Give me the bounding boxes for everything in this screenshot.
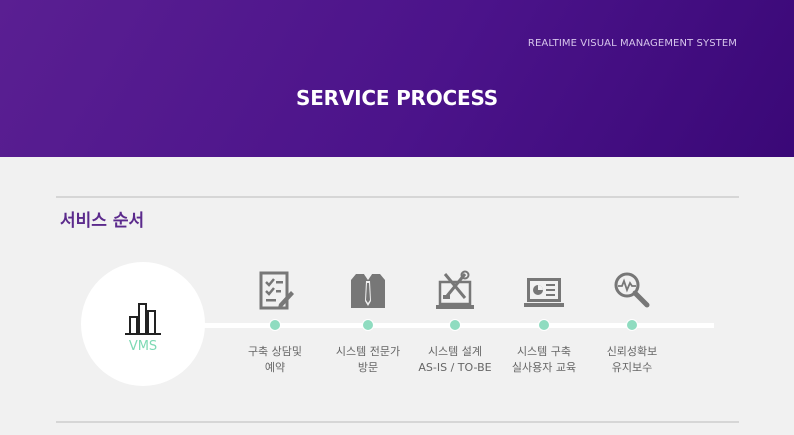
checklist-edit-icon xyxy=(259,271,294,310)
timeline-dot xyxy=(270,320,280,330)
header-subtitle: REALTIME VISUAL MANAGEMENT SYSTEM xyxy=(527,38,737,49)
magnifier-pulse-icon xyxy=(614,272,650,308)
vms-label: VMS xyxy=(128,339,158,354)
step-label: 시스템 설계 AS-IS / TO-BE xyxy=(418,345,492,374)
step-label: 신뢰성확보 유지보수 xyxy=(606,345,658,374)
timeline-dot xyxy=(539,320,549,330)
timeline-dot xyxy=(363,320,373,330)
laptop-tools-icon xyxy=(436,270,474,309)
timeline-dot xyxy=(450,320,460,330)
bar-chart-icon xyxy=(125,303,161,335)
step-label: 구축 상담및 예약 xyxy=(247,345,303,374)
section-divider-top xyxy=(56,196,739,198)
timeline-dot xyxy=(627,320,637,330)
section-title: 서비스 순서 xyxy=(60,211,145,231)
laptop-dashboard-icon xyxy=(524,278,564,307)
page-title: SERVICE PROCESS xyxy=(295,86,498,110)
section-divider-bottom xyxy=(56,421,739,423)
vms-start-node: VMS xyxy=(81,262,205,386)
suit-tie-icon xyxy=(351,274,385,308)
step-label: 시스템 구축 실사용자 교육 xyxy=(511,345,577,374)
header-banner: REALTIME VISUAL MANAGEMENT SYSTEM SERVIC… xyxy=(0,0,794,157)
step-label: 시스템 전문가 방문 xyxy=(335,345,401,374)
